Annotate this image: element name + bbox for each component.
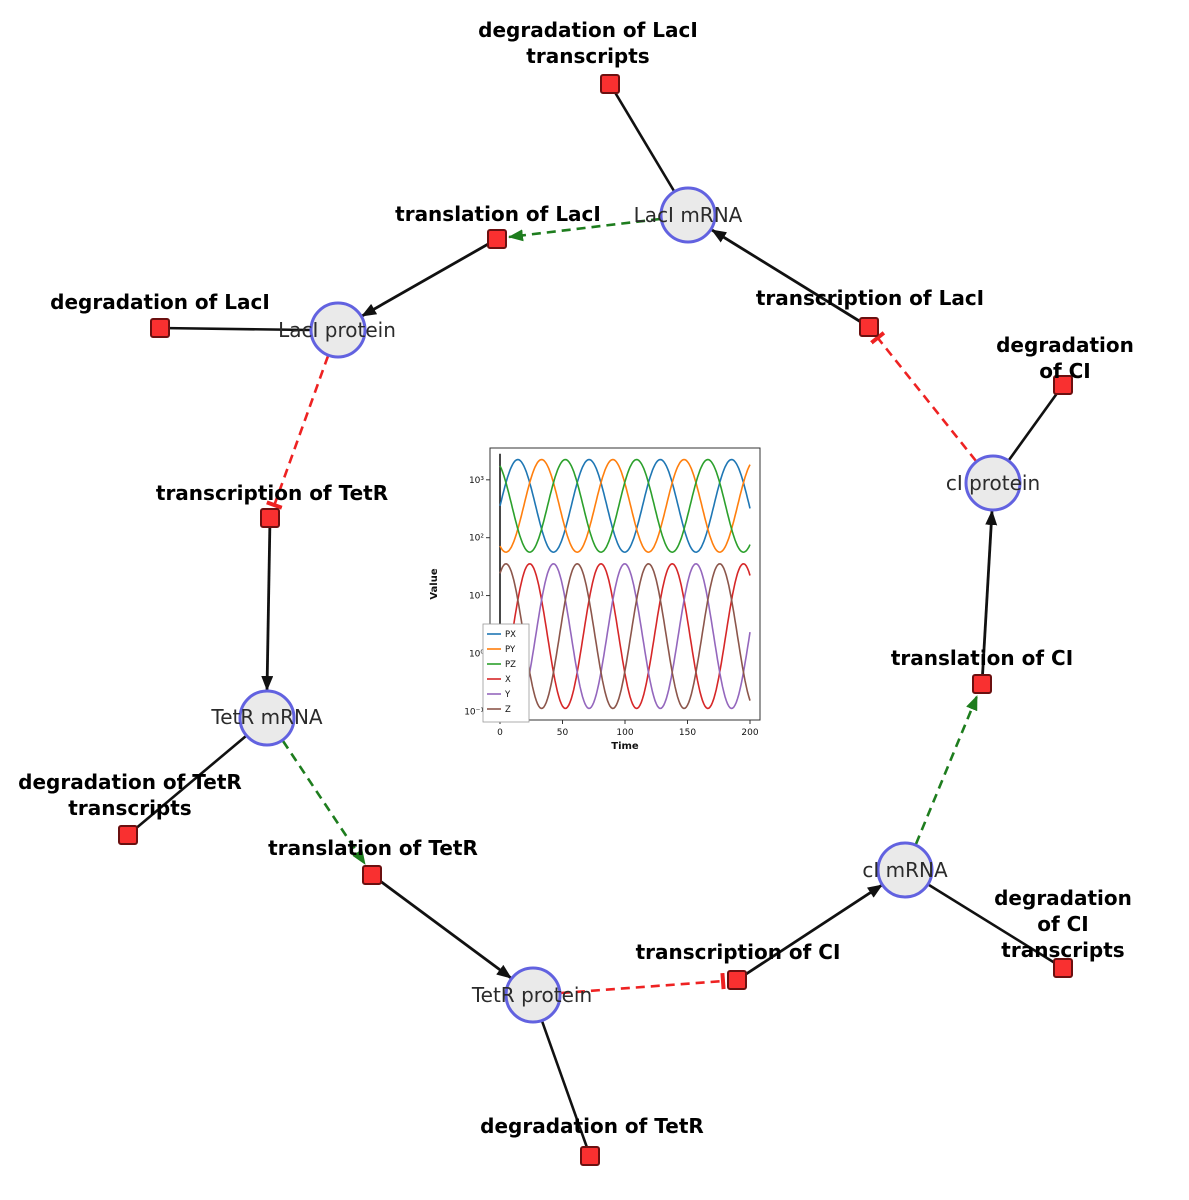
x-tick-label: 150	[679, 728, 696, 738]
reaction-node-transcription-laci[interactable]	[859, 317, 879, 337]
reaction-node-deg-laci-transcripts[interactable]	[600, 74, 620, 94]
y-axis-label: Value	[429, 568, 440, 599]
species-node-ci-protein[interactable]	[964, 454, 1022, 512]
reaction-node-deg-tetr-transcripts[interactable]	[118, 825, 138, 845]
reaction-node-deg-ci[interactable]	[1053, 375, 1073, 395]
edge-tetr-mrna-to-deg-tetr-transcripts	[127, 735, 247, 836]
species-node-laci-mrna[interactable]	[659, 186, 717, 244]
series-line-PZ	[499, 458, 751, 554]
edge-laci-protein-inhibits-transcription-tetr	[266, 355, 330, 510]
legend-box	[482, 623, 530, 723]
legend-label-Y: Y	[504, 690, 511, 700]
edge-ci-protein-to-deg-ci	[1007, 384, 1065, 461]
y-tick-label: 10⁰	[469, 649, 484, 659]
legend-label-PZ: PZ	[505, 660, 516, 670]
reaction-node-transcription-tetr[interactable]	[260, 508, 280, 528]
legend-label-PY: PY	[505, 645, 516, 655]
edge-ci-mrna-modifies-translation-ci	[914, 695, 979, 845]
reaction-node-deg-ci-transcripts[interactable]	[1053, 958, 1073, 978]
y-tick-label: 10⁻¹	[464, 707, 484, 717]
reaction-node-translation-ci[interactable]	[972, 674, 992, 694]
edge-laci-mrna-to-deg-laci-transcripts	[608, 83, 676, 192]
legend-label-X: X	[505, 675, 511, 685]
edge-ci-protein-inhibits-transcription-laci	[870, 331, 978, 462]
edge-transcription-tetr-to-tetr-mrna	[261, 517, 274, 691]
reaction-node-deg-tetr[interactable]	[580, 1146, 600, 1166]
x-tick-label: 200	[741, 728, 758, 738]
x-tick-label: 0	[497, 728, 503, 738]
species-node-laci-protein[interactable]	[309, 301, 367, 359]
edge-translation-laci-to-laci-protein	[361, 237, 498, 318]
reaction-node-deg-laci[interactable]	[150, 318, 170, 338]
edge-laci-mrna-modifies-translation-laci	[508, 217, 661, 242]
series-line-Z	[499, 562, 751, 710]
edge-transcription-laci-to-laci-mrna	[711, 228, 870, 329]
species-node-ci-mrna[interactable]	[876, 841, 934, 899]
x-axis-label: Time	[611, 741, 639, 752]
edge-tetr-protein-to-deg-tetr	[540, 1020, 592, 1157]
edge-ci-mrna-to-deg-ci-transcripts	[928, 883, 1064, 970]
species-node-tetr-protein[interactable]	[504, 966, 562, 1024]
legend-label-PX: PX	[505, 630, 516, 640]
legend-label-Z: Z	[505, 705, 511, 715]
species-node-tetr-mrna[interactable]	[238, 689, 296, 747]
edge-tetr-mrna-modifies-translation-tetr	[281, 740, 367, 865]
edge-laci-protein-to-deg-laci	[159, 326, 311, 332]
y-tick-label: 10¹	[469, 592, 484, 602]
reaction-node-translation-laci[interactable]	[487, 229, 507, 249]
edge-tetr-protein-inhibits-transcription-ci	[560, 972, 726, 995]
x-tick-label: 100	[616, 728, 633, 738]
edge-transcription-ci-to-ci-mrna	[736, 883, 883, 982]
edge-translation-tetr-to-tetr-protein	[371, 873, 512, 980]
edge-translation-ci-to-ci-protein	[980, 510, 998, 685]
series-line-Y	[499, 562, 751, 710]
reaction-node-translation-tetr[interactable]	[362, 865, 382, 885]
y-tick-label: 10³	[469, 476, 484, 486]
x-tick-label: 50	[557, 728, 569, 738]
reaction-node-transcription-ci[interactable]	[727, 970, 747, 990]
y-tick-label: 10²	[469, 534, 484, 544]
